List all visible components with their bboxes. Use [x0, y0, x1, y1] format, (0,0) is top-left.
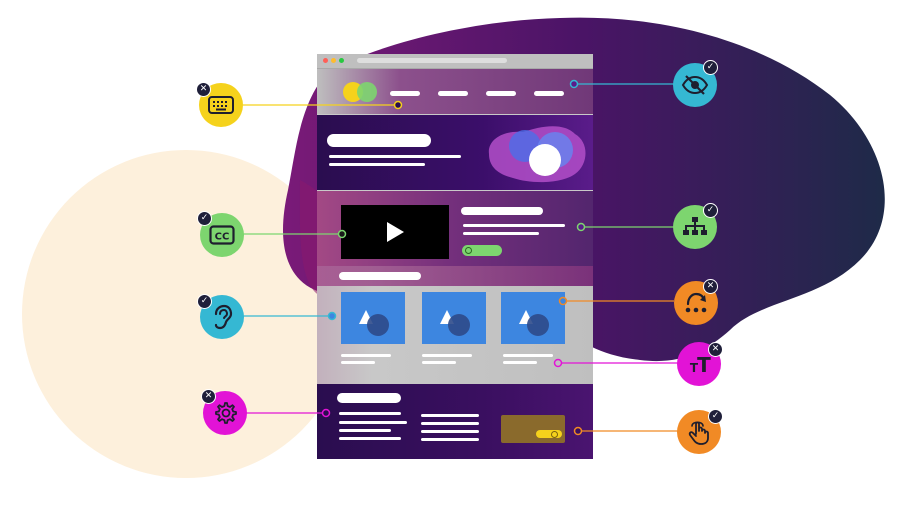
svg-text:T: T: [690, 361, 699, 375]
card-text-line: [341, 354, 391, 357]
hero-section: [317, 115, 593, 190]
svg-text:CC: CC: [215, 232, 230, 243]
play-icon[interactable]: [387, 222, 404, 242]
ear-icon: [214, 304, 233, 330]
connector-dot: [393, 100, 403, 110]
check-badge: ✓: [197, 294, 212, 309]
check-badge: ✓: [703, 60, 718, 75]
maximize-dot: [339, 58, 344, 63]
connector-dot: [321, 408, 331, 418]
card-text-line: [341, 361, 375, 364]
footer-cta-box[interactable]: [501, 415, 565, 443]
nav-item: [486, 91, 516, 96]
footer-text-line: [339, 421, 407, 424]
media-toggle-button[interactable]: [462, 245, 502, 256]
cc-icon: CC: [209, 225, 235, 245]
nav-item: [438, 91, 468, 96]
media-title: [461, 207, 543, 215]
connector-dot: [558, 296, 568, 306]
cards-section-overlay: [317, 266, 593, 286]
touch-icon: [688, 421, 709, 445]
image-placeholder-icon: [440, 310, 470, 336]
card-image[interactable]: [501, 292, 565, 344]
check-badge: ✓: [703, 203, 718, 218]
card-image[interactable]: [422, 292, 486, 344]
hero-illustration: [488, 126, 586, 183]
image-placeholder-icon: [519, 310, 549, 336]
footer-link[interactable]: [421, 430, 479, 433]
connector-dot: [573, 426, 583, 436]
reload-icon: [685, 292, 707, 313]
card-text-line: [422, 361, 456, 364]
footer-toggle[interactable]: [536, 430, 562, 438]
footer-text-line: [339, 412, 401, 415]
hero-text-line: [329, 163, 425, 166]
nav-item: [534, 91, 564, 96]
footer-link[interactable]: [421, 422, 479, 425]
connector-dot: [553, 358, 563, 368]
website-mockup: [317, 54, 593, 459]
text-size-icon: T T: [690, 353, 711, 375]
toggle-knob: [465, 247, 472, 254]
cross-badge: ✕: [703, 279, 718, 294]
cards-heading: [339, 272, 421, 280]
connector-dot: [576, 222, 586, 232]
media-text-line: [463, 224, 565, 227]
site-header: [317, 69, 593, 114]
cards-section: [317, 266, 593, 384]
sitemap-icon: [683, 217, 707, 235]
footer-text-line: [339, 429, 391, 432]
cream-circle: [22, 150, 350, 478]
card-image[interactable]: [341, 292, 405, 344]
toggle-knob: [551, 431, 558, 438]
card-text-line: [503, 354, 553, 357]
close-dot: [323, 58, 328, 63]
site-footer: [317, 384, 593, 459]
card-text-line: [422, 354, 472, 357]
footer-link[interactable]: [421, 414, 479, 417]
footer-title: [337, 393, 401, 403]
video-player[interactable]: [341, 205, 449, 259]
logo-green: [357, 82, 377, 102]
address-bar: [357, 58, 507, 63]
footer-text-line: [339, 437, 401, 440]
text-size-badge[interactable]: T T: [677, 342, 721, 386]
check-badge: ✓: [197, 211, 212, 226]
gear-icon: [215, 402, 237, 424]
card-text-line: [503, 361, 537, 364]
media-section: [317, 191, 593, 266]
media-text-line: [463, 232, 539, 235]
cross-badge: ✕: [196, 82, 211, 97]
connector-dot: [569, 79, 579, 89]
svg-text:T: T: [697, 353, 711, 375]
browser-titlebar: [317, 54, 593, 69]
image-placeholder-icon: [359, 310, 389, 336]
hero-title: [327, 134, 431, 147]
nav-item: [390, 91, 420, 96]
keyboard-icon: [208, 96, 234, 114]
minimize-dot: [331, 58, 336, 63]
footer-link[interactable]: [421, 438, 479, 441]
cross-badge: ✕: [708, 342, 723, 357]
connector-dot: [337, 229, 347, 239]
cross-badge: ✕: [201, 389, 216, 404]
eye-off-icon: [681, 75, 709, 95]
hero-text-line: [329, 155, 461, 158]
check-badge: ✓: [708, 409, 723, 424]
connector-dot: [327, 311, 337, 321]
